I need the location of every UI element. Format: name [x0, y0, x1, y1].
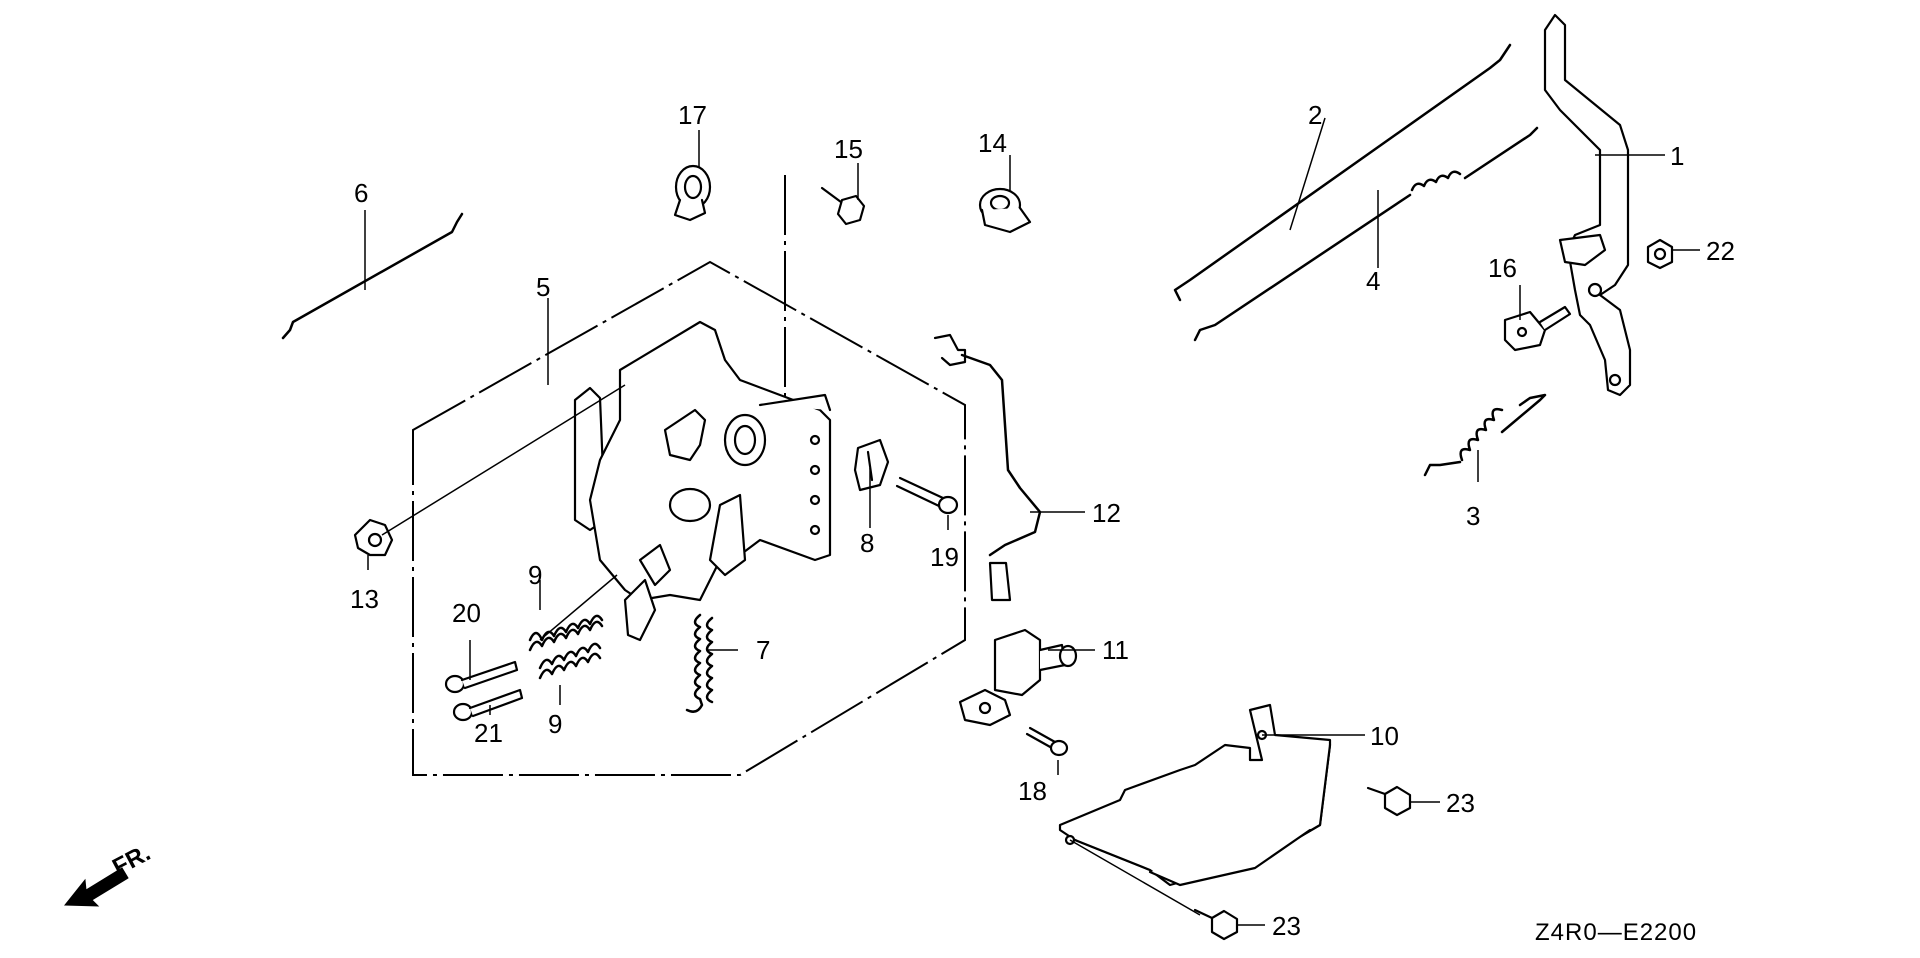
spring-7	[685, 613, 714, 713]
callout-23-upper: 23	[1446, 788, 1475, 818]
spring-9-upper	[528, 614, 604, 652]
clamp-17	[673, 164, 712, 222]
front-arrow-icon	[63, 867, 129, 907]
callout-1: 1	[1670, 141, 1684, 171]
callout-8: 8	[860, 528, 874, 558]
callout-19: 19	[930, 542, 959, 572]
callout-5: 5	[536, 272, 550, 302]
screw-19	[895, 476, 959, 515]
callout-18: 18	[1018, 776, 1047, 806]
clamp-14	[978, 187, 1032, 234]
clip-8	[853, 438, 890, 492]
control-lever-1	[1543, 13, 1632, 397]
control-base-5	[573, 320, 832, 642]
bolt-23-upper	[1366, 785, 1412, 817]
bolt-15	[820, 186, 866, 226]
callout-9-upper: 9	[528, 560, 542, 590]
leader-lines	[364, 117, 1700, 926]
screw-18	[1025, 726, 1069, 757]
callout-6: 6	[354, 178, 368, 208]
callout-13: 13	[350, 584, 379, 614]
callout-14: 14	[978, 128, 1007, 158]
diagram-code: Z4R0—E2200	[1535, 919, 1697, 946]
assembly-outline	[412, 260, 966, 776]
wire-harness-12	[933, 333, 1042, 602]
callout-12: 12	[1092, 498, 1121, 528]
callout-15: 15	[834, 134, 863, 164]
cover-10	[1058, 703, 1332, 887]
callout-3: 3	[1466, 501, 1480, 531]
callout-20: 20	[452, 598, 481, 628]
callout-10: 10	[1370, 721, 1399, 751]
screw-20	[444, 660, 519, 694]
callout-4: 4	[1366, 266, 1380, 296]
bracket-16	[1503, 305, 1572, 352]
front-direction-indicator: FR.	[63, 839, 155, 907]
spring-9-lower	[538, 642, 602, 680]
rod-spring-4	[1193, 126, 1539, 342]
callout-7: 7	[756, 635, 770, 665]
switch-11	[958, 628, 1078, 727]
callout-17: 17	[678, 100, 707, 130]
screw-21	[452, 688, 524, 722]
bolt-23-lower	[1193, 908, 1239, 941]
callout-9-lower: 9	[548, 709, 562, 739]
callout-22: 22	[1706, 236, 1735, 266]
rod-6	[281, 212, 464, 340]
nut-22	[1646, 238, 1674, 270]
callout-23-lower: 23	[1272, 911, 1301, 941]
clip-13	[353, 518, 394, 557]
callout-11: 11	[1102, 635, 1129, 665]
callout-16: 16	[1488, 253, 1517, 283]
rod-2	[1173, 43, 1512, 302]
spring-3	[1423, 393, 1547, 477]
callout-21: 21	[474, 718, 503, 748]
callout-2: 2	[1308, 100, 1322, 130]
